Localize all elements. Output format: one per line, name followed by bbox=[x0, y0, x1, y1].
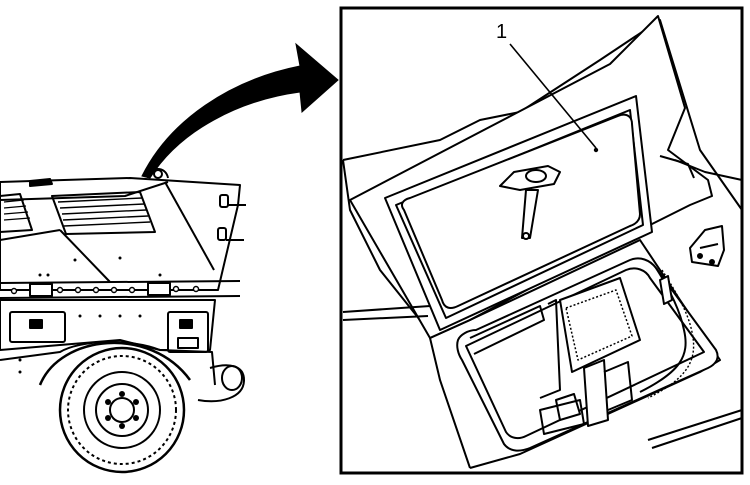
callout-leader bbox=[509, 43, 597, 149]
detail-view bbox=[339, 6, 744, 475]
vehicle-view bbox=[0, 168, 246, 474]
pointer-arrow bbox=[141, 42, 339, 179]
callout-number: 1 bbox=[496, 21, 508, 43]
